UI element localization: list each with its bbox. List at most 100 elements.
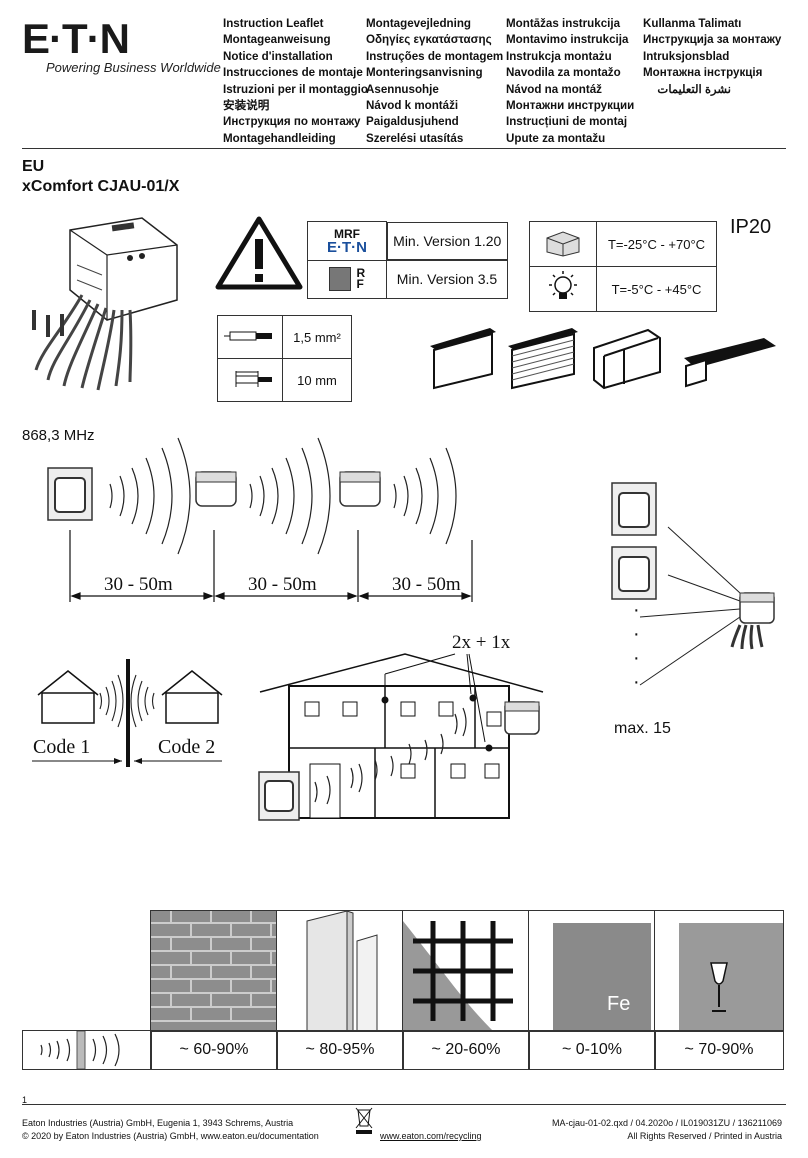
rights-statement: All Rights Reserved / Printed in Austria [627, 1131, 782, 1141]
mrf-version: Min. Version 1.20 [387, 221, 508, 260]
blind-icon [430, 328, 496, 390]
attenuation-icon-cell [22, 1030, 152, 1070]
lang-text: Montagevejledning [366, 17, 471, 30]
wire-strip-icon-cell [217, 358, 283, 402]
indoor-radio-waves [314, 707, 467, 805]
radio-waves-2 [249, 437, 331, 555]
lang-text: 安装说明 [223, 99, 270, 113]
glass-panel [679, 923, 783, 1031]
concrete-wall-cell [402, 910, 530, 1032]
awning-icon [684, 338, 776, 388]
wall-switch-icon [611, 482, 657, 536]
storage-icon-cell [529, 221, 597, 267]
lang-text: Upute za montažu [506, 131, 606, 145]
header-languages-col4: Kullanma Talimatı Инструкција за монтажу… [643, 16, 781, 98]
code-label: Code 2 [158, 736, 216, 758]
actuator-icon [195, 471, 237, 507]
lang-text: Instrucțiuni de montaj [506, 115, 628, 129]
product-name: xComfort CJAU-01/X [22, 178, 180, 195]
brick-icon [151, 911, 277, 1031]
mrf-label: MRF [334, 226, 360, 241]
header-rule [22, 148, 786, 149]
wire-strip-icon [235, 370, 272, 387]
warning-icon [215, 216, 303, 290]
lang-text: Montāžas instrukcija [506, 17, 621, 30]
eaton-small-logo: E·T·N [327, 238, 367, 256]
dot: · [633, 647, 640, 669]
max-devices-label: max. 15 [614, 720, 671, 737]
house-windows [304, 701, 502, 819]
operating-icon-cell [529, 266, 597, 312]
rf-logo-cell: RF [307, 259, 387, 299]
lang-text: Návod k montáži [366, 99, 459, 113]
recycling-link[interactable]: www.eaton.com/recycling [380, 1131, 482, 1141]
header-languages-col3: Montāžas instrukcija Montavimo instrukci… [506, 16, 634, 147]
mrf-logo-cell: MRF E·T·N [307, 221, 387, 261]
storage-temp: T=-25°C - +70°C [596, 221, 717, 267]
page-number: 1 [22, 1095, 28, 1105]
lang-text: Asennusohje [366, 82, 439, 96]
lang-text: Paigaldusjuhend [366, 115, 459, 129]
range-label: 30 - 50m [392, 574, 461, 595]
house-icon [37, 670, 99, 724]
wall-switch-icon [611, 546, 657, 600]
wood-wall-cell [276, 910, 404, 1032]
range-diagram [47, 437, 473, 602]
attenuation-brick: ~ 60-90% [150, 1030, 278, 1070]
lang-text: Монтажна інструкція [643, 66, 763, 80]
attenuation-wood: ~ 80-95% [276, 1030, 404, 1070]
radio-waves-right [130, 674, 155, 728]
wall-switch-icon [47, 467, 93, 521]
radio-waves-1 [109, 437, 191, 555]
attenuation-glass: ~ 70-90% [654, 1030, 784, 1070]
ip-rating: IP20 [730, 216, 772, 238]
rf-version: Min. Version 3.5 [386, 259, 508, 299]
lang-text: Intruksjonsblad [643, 49, 730, 63]
range-label: 30 - 50m [104, 574, 173, 595]
lang-text: Οδηγίες εγκατάστασης [366, 33, 492, 47]
wire-cross-section: 1,5 mm² [282, 315, 352, 359]
shutter-icon [508, 328, 578, 390]
lang-text: Návod na montáž [506, 82, 602, 96]
region-label: EU [22, 158, 45, 175]
lang-text: Инструкција за монтажу [643, 33, 782, 47]
material-table: Fe ~ 60-90% ~ 80-95% ~ 20-60% ~ 0-10% ~ … [22, 910, 784, 1070]
wire-cross-icon-cell [217, 315, 283, 359]
lang-text: Navodila za montažo [506, 66, 621, 80]
signal-through-wall-icon [40, 1030, 120, 1070]
header-languages-col1: Instruction Leaflet Montageanweisung Not… [223, 16, 368, 147]
attenuation-concrete: ~ 20-60% [402, 1030, 530, 1070]
rf-label: RF [356, 266, 366, 291]
repeater-count: 2x + 1x [452, 632, 511, 653]
brick-wall-cell [150, 910, 278, 1032]
metal-wall-cell: Fe [528, 910, 656, 1032]
lang-text: Montavimo instrukcija [506, 33, 629, 47]
lang-text: Монтажни инструкции [506, 99, 635, 113]
device-illustration [32, 217, 178, 391]
ellipsis-dots: · · · · [633, 598, 640, 694]
radio-waves-3 [393, 447, 457, 545]
house-repeater-diagram [258, 653, 544, 821]
eaton-logo: E·T·N [22, 15, 130, 62]
document-reference: MA-cjau-01-02.qxd / 04.2020o / IL019031Z… [552, 1118, 782, 1128]
actuator-icon [339, 471, 381, 507]
wine-glass-icon [710, 962, 728, 1012]
frequency-label: 868,3 MHz [22, 427, 95, 444]
lang-text: Monteringsanvisning [366, 66, 483, 80]
lang-text: نشرة التعليمات [657, 82, 731, 96]
lang-text: Montagehandleiding [223, 131, 336, 145]
lang-text: Kullanma Talimatı [643, 17, 742, 30]
lang-text: Montageanweisung [223, 33, 331, 47]
lang-text: Notice d'installation [223, 49, 333, 63]
code-separation-diagram [32, 659, 223, 767]
dot: · [633, 671, 640, 693]
temperature-table: T=-25°C - +70°C T=-5°C - +45°C [529, 221, 717, 312]
lang-text: Istruzioni per il montaggio [223, 82, 368, 96]
window-icon [593, 328, 661, 390]
wall-switch-icon [258, 771, 300, 821]
rf-device-icon [328, 267, 351, 291]
wire-cross-icon [224, 331, 272, 340]
attenuation-metal: ~ 0-10% [528, 1030, 656, 1070]
footer-rule [22, 1104, 786, 1105]
bulb-icon [549, 270, 577, 299]
